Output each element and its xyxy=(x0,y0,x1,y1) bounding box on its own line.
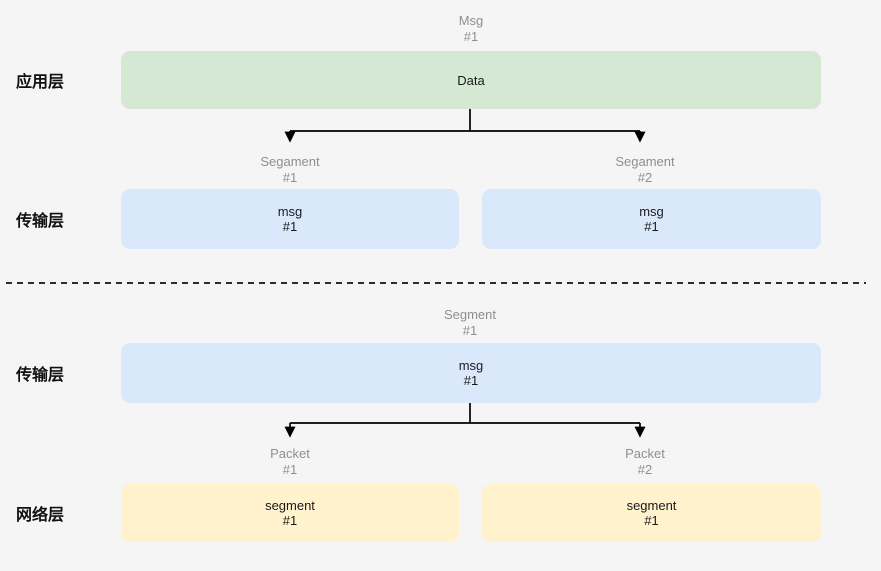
packet-2-caption: Packet #2 xyxy=(545,446,745,478)
segament-1-caption-id: #1 xyxy=(282,170,298,185)
msg-box-1-id: #1 xyxy=(282,219,298,234)
segment-box-1-text: segment xyxy=(265,498,315,513)
top-fork-connector xyxy=(284,109,646,143)
msg-box-full: msg #1 xyxy=(121,343,821,403)
msg-box-1-text: msg xyxy=(277,204,303,219)
data-box-text: Data xyxy=(457,72,485,88)
transport-layer-label-bottom: 传输层 xyxy=(16,367,65,384)
segment-box-1-id: #1 xyxy=(282,513,298,528)
segment-caption-id: #1 xyxy=(462,323,478,338)
msg-caption: Msg #1 xyxy=(371,13,571,45)
data-box: Data xyxy=(121,51,821,109)
segment-box-2: segment #1 xyxy=(482,484,821,542)
msg-caption-id: #1 xyxy=(463,29,479,44)
msg-caption-title: Msg xyxy=(458,13,484,28)
segament-2-caption-title: Segament xyxy=(615,154,675,169)
msg-box-full-text: msg xyxy=(458,358,484,373)
segament-2-caption-id: #2 xyxy=(637,170,653,185)
msg-box-2: msg #1 xyxy=(482,189,821,249)
segment-caption-title: Segment xyxy=(443,307,497,322)
msg-box-full-id: #1 xyxy=(463,373,479,388)
segment-box-1: segment #1 xyxy=(121,484,459,542)
msg-box-1: msg #1 xyxy=(121,189,459,249)
packet-2-caption-title: Packet xyxy=(625,446,665,461)
packet-2-caption-id: #2 xyxy=(637,462,653,477)
segament-2-caption: Segament #2 xyxy=(545,154,745,186)
msg-box-2-text: msg xyxy=(639,204,664,219)
bottom-fork-connector xyxy=(284,403,646,438)
packet-1-caption-id: #1 xyxy=(282,462,298,477)
transport-layer-label-top: 传输层 xyxy=(16,213,65,230)
msg-box-2-id: #1 xyxy=(644,219,659,234)
segment-box-2-text: segment xyxy=(626,498,677,513)
network-layer-label: 网络层 xyxy=(16,507,65,524)
packet-1-caption-title: Packet xyxy=(270,446,310,461)
packet-1-caption: Packet #1 xyxy=(190,446,390,478)
segment-caption: Segment #1 xyxy=(370,307,570,339)
segament-1-caption: Segament #1 xyxy=(190,154,390,186)
application-layer-label: 应用层 xyxy=(16,74,65,91)
segament-1-caption-title: Segament xyxy=(260,154,320,169)
segment-box-2-id: #1 xyxy=(644,513,659,528)
